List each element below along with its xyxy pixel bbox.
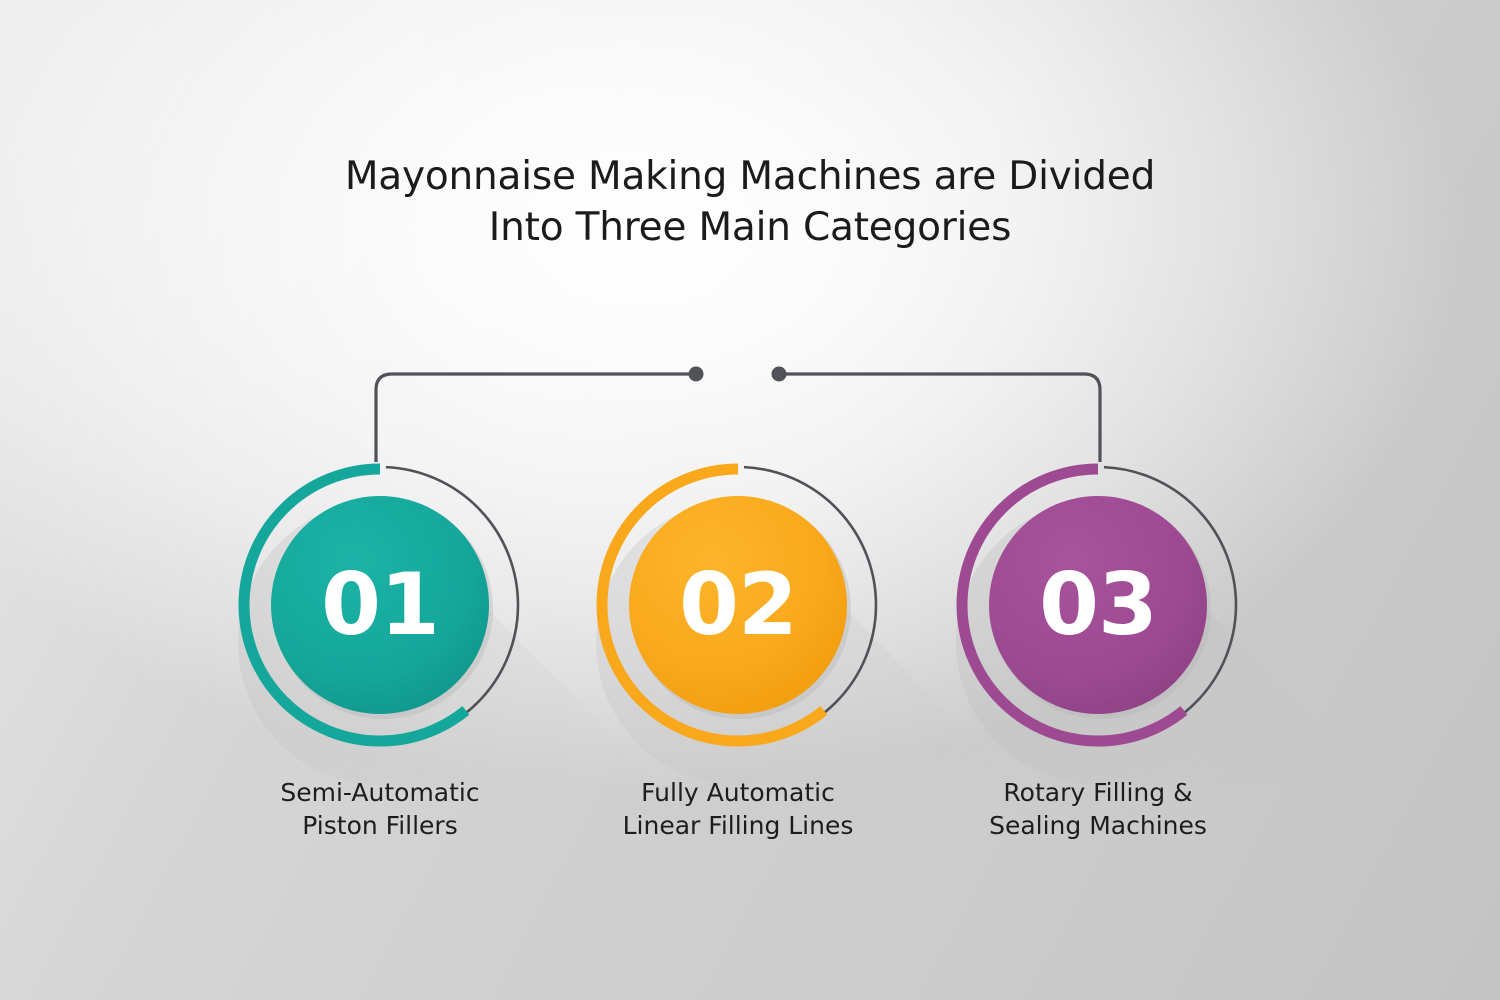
badge-disc-3 bbox=[989, 496, 1207, 714]
category-node-1[interactable]: 01 Semi-Automatic Piston Fillers bbox=[230, 455, 660, 840]
connector-branch-left bbox=[374, 372, 697, 462]
category-caption-3: Rotary Filling & Sealing Machines bbox=[989, 778, 1207, 840]
badge-disc-1 bbox=[271, 496, 489, 714]
title-line-1: Mayonnaise Making Machines are Divided bbox=[344, 154, 1156, 199]
badge-progress-arc-3 bbox=[956, 463, 1240, 747]
connector-branch-right bbox=[778, 372, 1102, 462]
badge-number-3: 03 bbox=[1039, 555, 1158, 655]
badge-3[interactable]: 03 bbox=[948, 455, 1378, 785]
badge-2[interactable]: 02 bbox=[588, 455, 1018, 785]
badge-number-1: 01 bbox=[321, 555, 440, 655]
page-title: Mayonnaise Making Machines are Divided I… bbox=[0, 152, 1500, 253]
category-caption-1: Semi-Automatic Piston Fillers bbox=[280, 778, 480, 840]
connector-dot-right bbox=[771, 366, 787, 382]
category-node-3[interactable]: 03 Rotary Filling & Sealing Machines bbox=[948, 455, 1378, 840]
badge-progress-arc-1 bbox=[238, 463, 522, 747]
badge-1[interactable]: 01 bbox=[230, 455, 660, 785]
badge-progress-arc-2 bbox=[596, 463, 880, 747]
connector-dot-left bbox=[688, 366, 704, 382]
title-line-2: Into Three Main Categories bbox=[488, 204, 1012, 250]
badge-disc-2 bbox=[629, 496, 847, 714]
category-caption-2: Fully Automatic Linear Filling Lines bbox=[622, 778, 854, 840]
category-node-2[interactable]: 02 Fully Automatic Linear Filling Lines bbox=[588, 455, 1018, 840]
badge-number-2: 02 bbox=[679, 555, 798, 655]
